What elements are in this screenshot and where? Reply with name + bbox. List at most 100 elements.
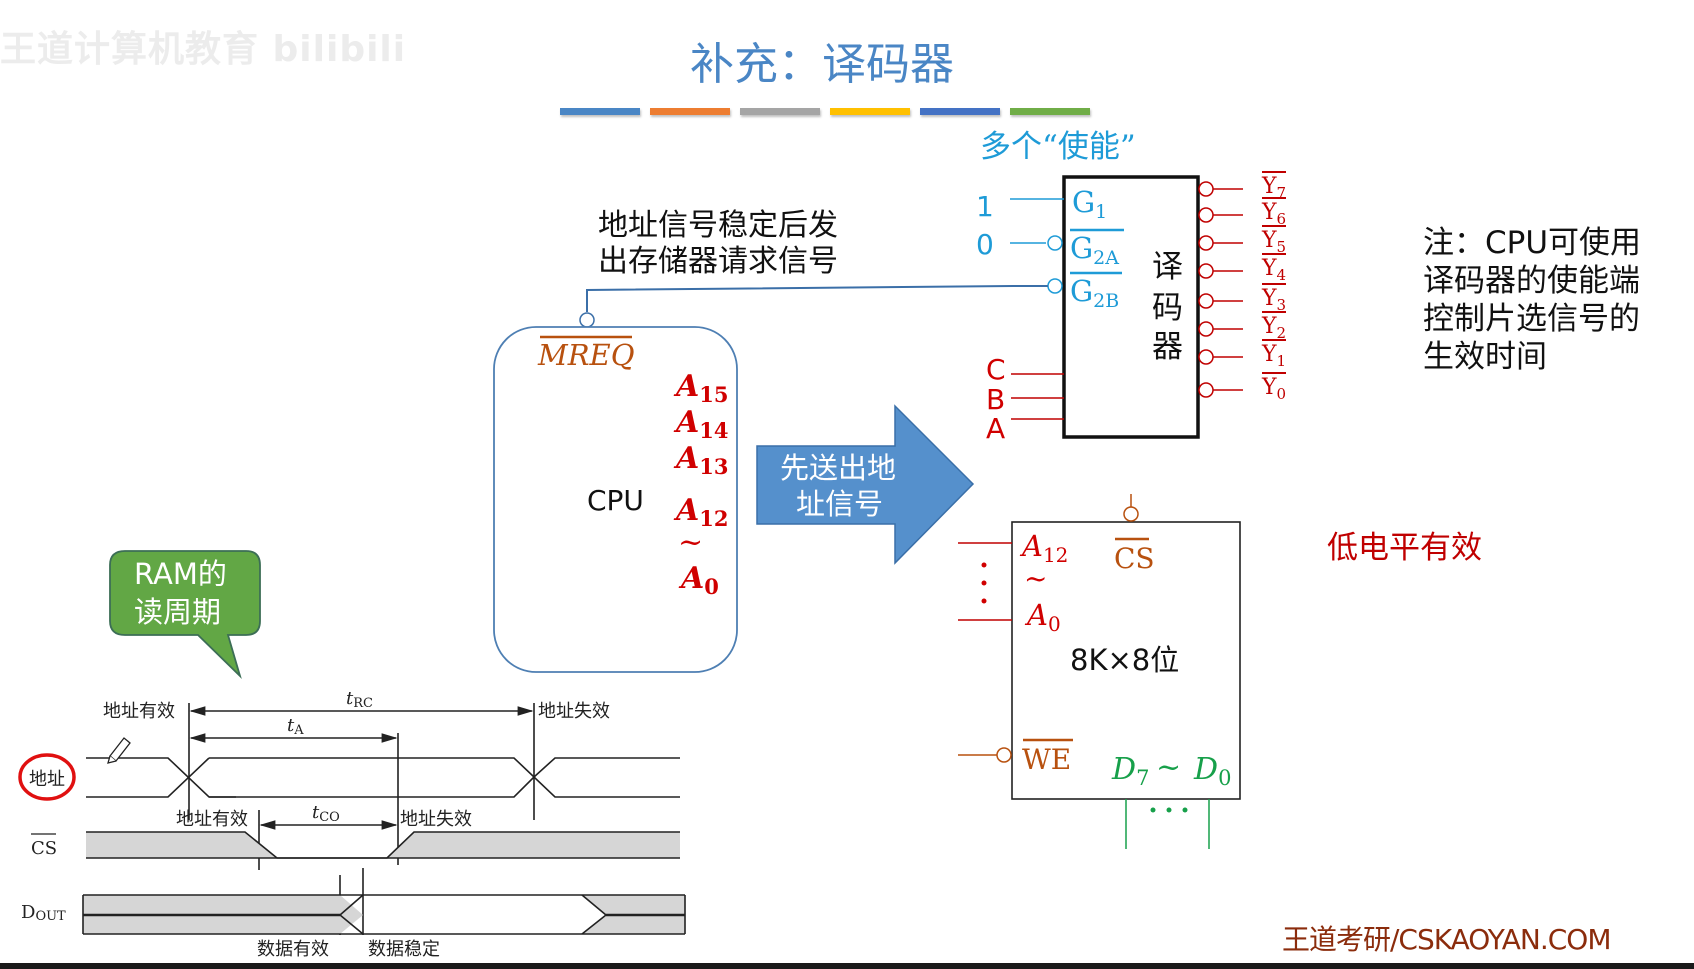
mreq-wire xyxy=(586,285,1048,312)
output-pin-label: Y3 xyxy=(1261,286,1286,314)
select-input-b: B xyxy=(986,383,1005,416)
cpu-pin-a14: A14 xyxy=(673,405,729,443)
pin-g1: G1 xyxy=(1072,185,1107,223)
timing-data-stable: 数据稳定 xyxy=(368,939,440,960)
memory-chip-box xyxy=(1011,521,1241,800)
select-input-a: A xyxy=(986,412,1005,445)
decoder-heading: 多个“使能” xyxy=(980,129,1136,165)
output-pin-label: Y1 xyxy=(1261,342,1286,370)
address-highlight-circle xyxy=(18,753,76,801)
chip-pin-d7: D7 xyxy=(1111,752,1149,790)
decoder-output-y6: Y6 xyxy=(1198,197,1286,228)
title-color-bars xyxy=(560,108,1090,115)
timing-t-a: tA xyxy=(287,715,304,738)
enable-input-g2b: G2B xyxy=(1047,271,1122,312)
decoder-name: 译 码 器 xyxy=(1152,249,1183,365)
note-line: 控制片选信号的 xyxy=(1423,301,1640,337)
decoder-output-y1: Y1 xyxy=(1198,339,1286,370)
pencil-icon xyxy=(107,737,131,764)
enable-value: 1 xyxy=(976,190,994,223)
signal-cs-label: CS xyxy=(31,838,57,859)
enable-input-g2a: 0 G2A xyxy=(976,228,1124,269)
callout-line: RAM的 xyxy=(134,557,227,591)
chip-range-sep: ~ xyxy=(1024,562,1047,595)
select-inputs: C B A xyxy=(986,353,1064,445)
inversion-bubble xyxy=(1198,349,1214,365)
signal-dout-label: DOUT xyxy=(21,902,66,924)
mreq-annotation-line: 出存储器请求信号 xyxy=(598,244,838,279)
title-color-bar xyxy=(650,108,730,115)
cs-bubble xyxy=(1123,506,1139,522)
decoder-output-y2: Y2 xyxy=(1198,311,1286,342)
note-line: 生效时间 xyxy=(1423,339,1547,375)
decoder-name-char: 器 xyxy=(1152,329,1183,365)
bottom-bar xyxy=(0,963,1694,969)
timing-addr-valid: 地址有效 xyxy=(103,701,175,722)
title-color-bar xyxy=(560,108,640,115)
title-color-bar xyxy=(1010,108,1090,115)
decoder-output-y7: Y7 xyxy=(1198,171,1286,202)
address-bus-dots xyxy=(981,562,987,604)
output-pin-label: Y5 xyxy=(1261,228,1286,256)
low-level-active-label: 低电平有效 xyxy=(1327,530,1482,566)
cpu-pin-a13: A13 xyxy=(673,441,729,479)
cpu-pin-a0: A0 xyxy=(678,561,719,599)
output-pin-label: Y0 xyxy=(1261,375,1286,403)
decoder-name-char: 码 xyxy=(1152,290,1183,326)
timing-addr-invalid: 地址失效 xyxy=(538,701,610,722)
send-address-arrow xyxy=(756,404,975,565)
timing-data-valid: 数据有效 xyxy=(257,939,329,960)
decoder-output-y0: Y0 xyxy=(1198,372,1286,403)
inversion-bubble xyxy=(1198,293,1214,309)
cpu-address-pins: A15 A14 A13 A12 ~ A0 xyxy=(673,369,729,599)
inversion-bubble xyxy=(1198,181,1214,197)
note-text: 注：CPU可使用 译码器的使能端 控制片选信号的 生效时间 xyxy=(1423,224,1641,376)
title-color-bar xyxy=(830,108,910,115)
cpu-box xyxy=(493,326,738,673)
output-pin-label: Y2 xyxy=(1261,314,1286,342)
cpu-mreq-pin: MREQ xyxy=(537,338,634,372)
timing-cs-invalid: 地址失效 xyxy=(400,809,472,830)
chip-capacity: 8K×8位 xyxy=(1070,643,1179,677)
enable-value: 0 xyxy=(976,228,994,261)
arrow-label-line: 址信号 xyxy=(796,487,883,521)
decoder-box xyxy=(1062,175,1200,439)
inversion-bubble xyxy=(1198,321,1214,337)
output-pin-label: Y4 xyxy=(1261,256,1286,284)
title-color-bar xyxy=(920,108,1000,115)
data-bus-dots xyxy=(1150,807,1188,813)
title-color-bar xyxy=(740,108,820,115)
decoder-output-y4: Y4 xyxy=(1198,253,1286,284)
we-bubble xyxy=(996,747,1012,763)
signal-address-label: 地址 xyxy=(29,769,65,790)
inversion-bubble xyxy=(1198,263,1214,279)
chip-we-pin: WE xyxy=(1022,743,1071,776)
note-line: 注：CPU可使用 xyxy=(1423,225,1642,261)
enable-input-g1: 1 G1 xyxy=(976,185,1107,223)
inversion-bubble xyxy=(1047,278,1063,294)
decoder-output-y5: Y5 xyxy=(1198,225,1286,256)
callout-line: 读周期 xyxy=(134,595,221,629)
inversion-bubble xyxy=(1198,382,1214,398)
cpu-label: CPU xyxy=(587,484,644,517)
timing-cs-valid: 地址有效 xyxy=(176,809,248,830)
slide-title: 补充：译码器 xyxy=(690,39,954,90)
decoder-output-y3: Y3 xyxy=(1198,283,1286,314)
timing-t-rc: tRC xyxy=(346,688,373,711)
arrow-label: 先送出地 址信号 xyxy=(780,451,896,521)
inversion-bubble xyxy=(1198,235,1214,251)
timing-t-co: tCO xyxy=(312,802,340,825)
pin-g2a: G2A xyxy=(1070,231,1119,269)
cpu-pin-a15: A15 xyxy=(673,369,729,407)
arrow-label-line: 先送出地 xyxy=(780,451,896,485)
note-line: 译码器的使能端 xyxy=(1423,263,1640,299)
timing-diagram xyxy=(82,703,686,935)
inversion-bubble xyxy=(1047,235,1063,251)
chip-pin-d0: D0 xyxy=(1193,752,1231,790)
chip-cs-pin: CS xyxy=(1114,542,1155,575)
chip-data-range-sep: ~ xyxy=(1156,750,1181,785)
brand-footer: 王道考研/CSKAOYAN.COM xyxy=(1282,923,1611,956)
ram-read-cycle-callout: RAM的 读周期 xyxy=(109,550,261,680)
